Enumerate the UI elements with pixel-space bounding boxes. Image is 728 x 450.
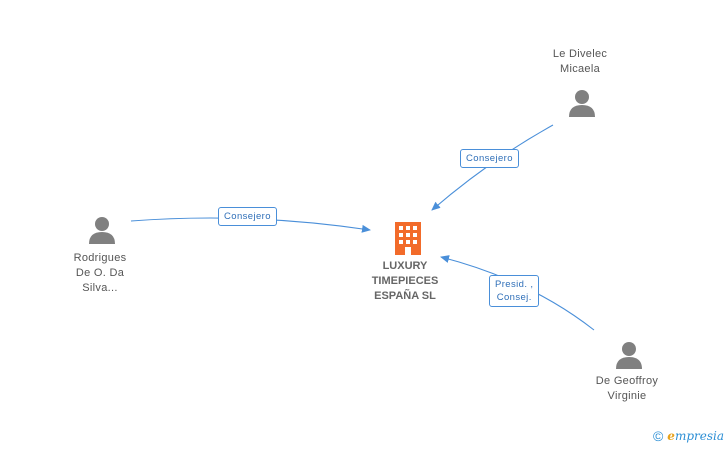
edge-label-text: Consej.: [496, 292, 532, 303]
person-name-line: Le Divelec: [552, 48, 608, 60]
edge-label-le-divelec[interactable]: Consejero: [460, 149, 519, 168]
person-icon: [89, 217, 115, 244]
person-name-line: Micaela: [559, 63, 600, 75]
company-name-line: TIMEPIECES: [371, 275, 439, 287]
building-icon: [395, 222, 421, 255]
person-name-line: De O. Da: [75, 267, 125, 279]
company-name: LUXURY TIMEPIECES ESPAÑA SL: [355, 259, 455, 304]
person-icon: [569, 90, 595, 117]
person-icon: [616, 342, 642, 369]
edge-label-de-geoffroy[interactable]: Presid. , Consej.: [489, 275, 540, 307]
edge-label-rodrigues[interactable]: Consejero: [218, 207, 277, 226]
brand-initial: e: [667, 429, 675, 443]
person-name-line: De Geoffroy: [595, 375, 659, 387]
brand-logo: empresia: [667, 429, 724, 443]
brand-name: mpresia: [674, 429, 724, 443]
person-name: Le Divelec Micaela: [530, 47, 630, 77]
copyright-symbol: ©: [652, 428, 664, 444]
edge-label-text: Consejero: [466, 153, 513, 164]
brand-watermark: © empresia: [653, 428, 724, 444]
edge-label-text: Consejero: [224, 211, 271, 222]
person-name-line: Silva...: [82, 282, 118, 294]
edge-label-text: Presid. ,: [495, 279, 534, 290]
person-name-line: Rodrigues: [73, 252, 127, 264]
person-name: Rodrigues De O. Da Silva...: [50, 251, 150, 296]
person-name: De Geoffroy Virginie: [577, 374, 677, 404]
person-name-line: Virginie: [607, 390, 647, 402]
company-name-line: LUXURY: [382, 260, 428, 272]
company-name-line: ESPAÑA SL: [374, 290, 436, 302]
